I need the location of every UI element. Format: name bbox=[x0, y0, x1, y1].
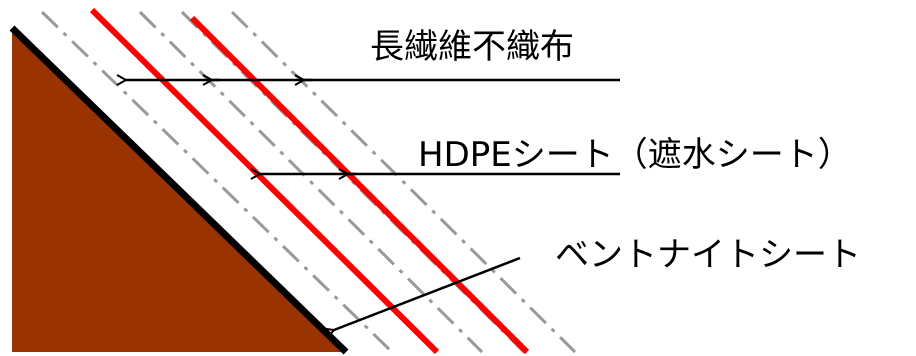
hdpe-line-1 bbox=[89, 7, 440, 355]
fabric-line-1 bbox=[40, 10, 394, 354]
fabric-line-2 bbox=[138, 10, 484, 354]
fabric-label: 長繊維不織布 bbox=[370, 27, 574, 67]
fabric-line-4 bbox=[230, 10, 577, 354]
bentonite-leader-line bbox=[334, 256, 521, 330]
hdpe-line-2 bbox=[189, 15, 530, 355]
slope-surface-line bbox=[9, 25, 349, 355]
bentonite-label: ベントナイトシート bbox=[555, 235, 861, 275]
hdpe-label: HDPEシート（遮水シート） bbox=[418, 135, 852, 175]
